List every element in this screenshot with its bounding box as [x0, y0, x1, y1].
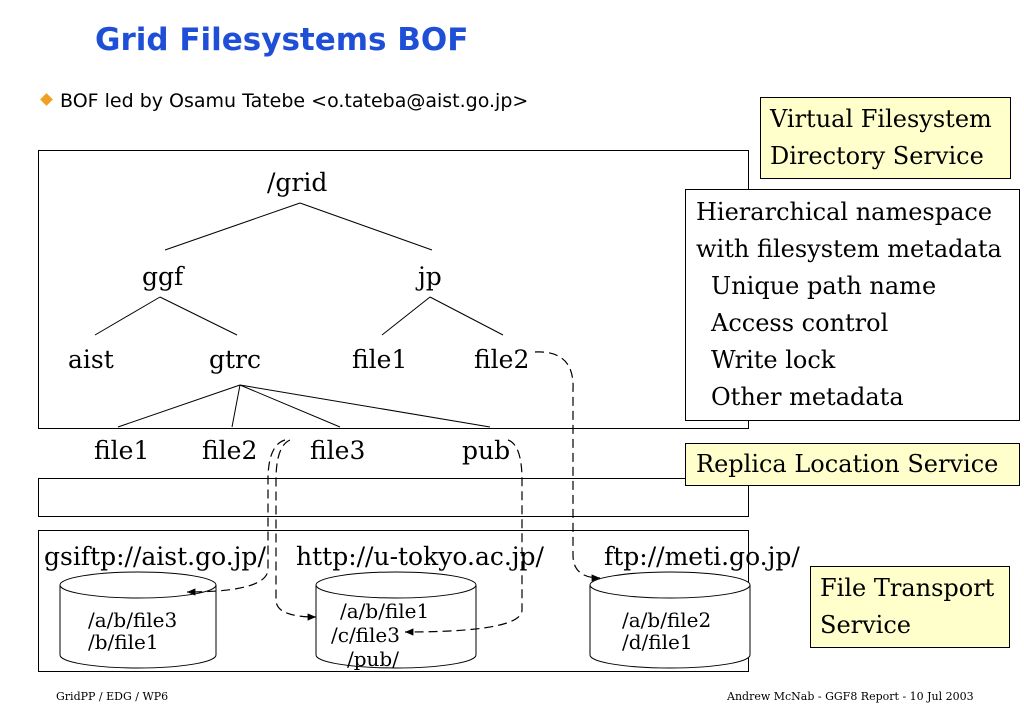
virtual-filesystem-note: Virtual Filesystem Directory Service — [760, 97, 1011, 179]
server-url-meti: ftp://meti.go.jp/ — [604, 542, 800, 571]
storage-cylinders — [59, 571, 751, 669]
bullet-line: BOF led by Osamu Tatebe <o.tateba@aist.g… — [40, 90, 529, 112]
replica-location-note: Replica Location Service — [685, 443, 1020, 486]
server-url-utokyo: http://u-tokyo.ac.jp/ — [296, 542, 544, 571]
file-transport-line-2: Service — [820, 611, 911, 639]
namespace-item-metadata: Other metadata — [711, 383, 904, 411]
aist-file-1: /a/b/file3 — [88, 608, 178, 632]
tree-leaf-file2: file2 — [202, 436, 258, 465]
tree-node-file1: file1 — [352, 345, 408, 374]
replica-links — [186, 351, 601, 636]
tree-leaf-file1: file1 — [94, 436, 150, 465]
footer-right: Andrew McNab - GGF8 Report - 10 Jul 2003 — [727, 690, 974, 703]
utokyo-file-2: /c/file3 — [331, 623, 400, 647]
namespace-features-box: Hierarchical namespace with filesystem m… — [685, 189, 1020, 421]
virtual-fs-line-1: Virtual Filesystem — [770, 105, 992, 133]
namespace-item-lock: Write lock — [711, 346, 836, 374]
utokyo-file-3: /pub/ — [347, 647, 399, 671]
meti-file-2: /d/file1 — [622, 630, 693, 654]
namespace-tree-box — [38, 150, 749, 429]
tree-node-gtrc: gtrc — [209, 345, 262, 374]
aist-file-2: /b/file1 — [88, 630, 159, 654]
namespace-line-1: Hierarchical namespace — [696, 198, 993, 226]
footer-left: GridPP / EDG / WP6 — [56, 690, 169, 703]
tree-leaf-pub: pub — [462, 436, 511, 465]
file-transport-note: File Transport Service — [810, 566, 1010, 648]
namespace-item-access: Access control — [711, 309, 889, 337]
utokyo-file-1: /a/b/file1 — [340, 599, 430, 623]
replica-location-box — [38, 478, 749, 517]
tree-node-ggf: ggf — [142, 262, 184, 291]
namespace-line-2: with filesystem metadata — [696, 235, 1002, 263]
tree-leaf-file3: file3 — [310, 436, 366, 465]
tree-node-aist: aist — [68, 345, 114, 374]
tree-edges — [94, 202, 504, 428]
replica-location-label: Replica Location Service — [696, 450, 999, 478]
file-transport-line-1: File Transport — [820, 574, 995, 602]
slide-title: Grid Filesystems BOF — [95, 22, 469, 58]
server-url-aist: gsiftp://aist.go.jp/ — [44, 542, 266, 571]
virtual-fs-line-2: Directory Service — [770, 142, 984, 170]
bullet-text: BOF led by Osamu Tatebe <o.tateba@aist.g… — [60, 90, 529, 112]
tree-node-jp: jp — [418, 262, 442, 291]
tree-root: /grid — [267, 168, 328, 197]
tree-node-file2: file2 — [474, 345, 530, 374]
meti-file-1: /a/b/file2 — [622, 608, 712, 632]
namespace-item-path: Unique path name — [711, 272, 937, 300]
